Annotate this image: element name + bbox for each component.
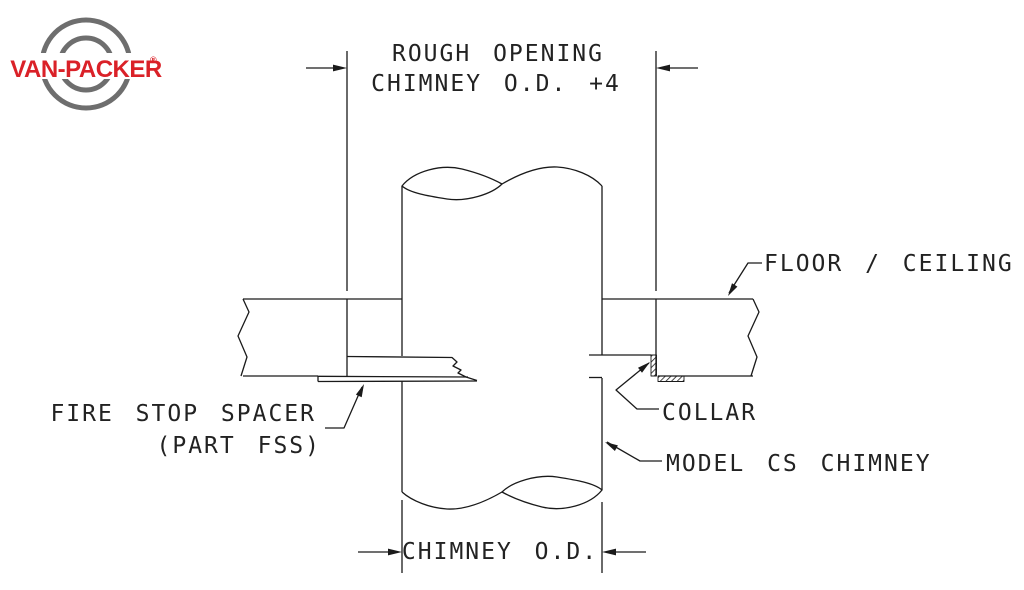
dimension-chimney-od <box>358 500 646 573</box>
spacer-plate-top <box>317 375 469 378</box>
dimension-rough-opening <box>306 51 698 291</box>
logo-text-background <box>10 53 162 79</box>
collar-flange-hatch <box>657 375 685 382</box>
label-model-cs-chimney: MODEL CS CHIMNEY <box>666 451 932 477</box>
label-fire-stop-spacer-line2: (PART FSS) <box>157 433 321 459</box>
leader-model-cs-chimney <box>606 441 662 462</box>
leader-floor-ceiling <box>728 262 762 294</box>
leader-lines <box>325 262 762 462</box>
label-collar: COLLAR <box>662 400 757 426</box>
collar-vertical-hatch <box>650 354 657 377</box>
arrowhead-icon <box>602 548 616 556</box>
arrowhead-icon <box>355 384 364 398</box>
chimney-body <box>401 166 603 510</box>
label-chimney-od: CHIMNEY O.D. <box>402 539 598 565</box>
chimney-bottom-break-loop <box>501 475 603 510</box>
label-rough-opening-line2: CHIMNEY O.D. +4 <box>371 71 621 97</box>
chimney-bottom-break-curve <box>401 491 503 510</box>
spacer-sleeve-top-and-break <box>346 355 478 382</box>
chimney-top-break-curve <box>501 166 603 187</box>
arrowhead-icon <box>333 64 347 72</box>
arrowhead-icon <box>605 442 618 451</box>
floor-break-edge-right <box>747 298 760 377</box>
chimney-top-break-loop <box>401 166 503 201</box>
collar-part <box>589 354 685 382</box>
label-rough-opening-line1: ROUGH OPENING <box>392 41 604 67</box>
arrowhead-icon <box>638 362 650 373</box>
drawing-linework <box>237 51 762 573</box>
spacer-plate-bottom <box>317 380 478 383</box>
arrowhead-icon <box>656 64 670 72</box>
leader-collar <box>615 362 659 410</box>
leader-fire-stop-spacer <box>325 386 363 429</box>
brand-name: VAN-PACKER <box>10 56 162 83</box>
floor-left-slab <box>237 298 402 377</box>
arrowhead-icon <box>728 283 738 296</box>
annotation-labels: ROUGH OPENING CHIMNEY O.D. +4 FLOOR / CE… <box>50 41 1014 565</box>
arrowhead-icon <box>388 548 402 556</box>
van-packer-logo: VAN-PACKER ® <box>10 17 162 111</box>
floor-break-edge-left <box>237 298 250 377</box>
fire-stop-spacer-part <box>317 355 478 383</box>
registered-mark: ® <box>150 55 157 65</box>
floor-right-slab <box>602 298 760 377</box>
label-fire-stop-spacer-line1: FIRE STOP SPACER <box>50 401 316 427</box>
label-floor-ceiling: FLOOR / CEILING <box>764 251 1014 277</box>
